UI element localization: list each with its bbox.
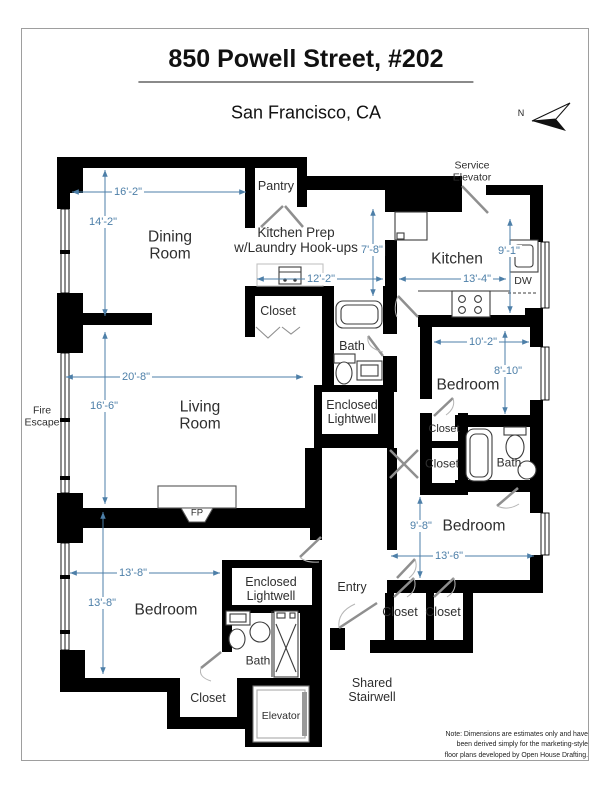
room-label-lightwell-lower: Enclosed Lightwell: [245, 575, 297, 603]
dim-bedroom-left-height: 13'-8": [85, 597, 119, 609]
room-label-bath-mid: Bath: [496, 455, 522, 470]
room-label-living: Living Room: [179, 398, 221, 433]
fireplace-icon: [157, 485, 237, 523]
dim-bedroom-right-width: 13'-6": [432, 550, 466, 562]
room-label-pantry: Pantry: [257, 179, 295, 193]
dim-bedroom-mid-width: 10'-2": [466, 336, 500, 348]
north-arrow-icon: [531, 102, 571, 131]
room-label-entry: Entry: [337, 580, 367, 594]
sink-mid-icon: [517, 460, 537, 480]
bath-lower-fixtures: [225, 610, 299, 678]
bathtub-mid-icon: [465, 428, 493, 482]
room-label-bedroom-right: Bedroom: [442, 517, 506, 535]
dim-bedroom-mid-height: 8'-10": [491, 365, 525, 377]
label-fireplace: FP: [190, 507, 204, 519]
windows: [60, 208, 550, 651]
kitchen-sink-icon: [509, 239, 539, 273]
room-label-closet-prep: Closet: [260, 304, 296, 318]
dim-prep-width: 12'-2": [304, 273, 338, 285]
room-label-closet-entry-left: Closet: [382, 605, 418, 619]
page-subtitle: San Francisco, CA: [230, 102, 382, 123]
fridge-icon: [394, 211, 428, 241]
dim-dining-height: 14'-2": [86, 216, 120, 228]
room-label-closet-mid-lower: Closet: [424, 456, 460, 471]
toilet-upper-icon: [333, 353, 356, 385]
room-label-kitchen: Kitchen: [431, 250, 483, 268]
doors: [200, 185, 519, 669]
sink-upper-icon: [356, 360, 383, 381]
elevator-cab-icon: [252, 685, 310, 743]
dim-living-width: 20'-8": [119, 371, 153, 383]
page-border: [21, 28, 589, 761]
door-swing-arcs: [200, 226, 520, 682]
room-label-dining: Dining Room: [148, 228, 192, 263]
dim-living-height: 16'-6": [87, 400, 121, 412]
dim-bedroom-left-width: 13'-8": [116, 567, 150, 579]
stove-icon: [418, 290, 510, 318]
north-label: N: [517, 108, 525, 118]
window-mullions: [60, 250, 70, 634]
disclaimer-note: Note: Dimensions are estimates only and …: [444, 731, 588, 759]
dim-kitchen-height: 9'-1": [496, 245, 522, 257]
room-label-closet-entry-right: Closet: [425, 605, 461, 619]
fixtures: [157, 211, 539, 743]
dim-dining-width: 16'-2": [111, 186, 145, 198]
dim-kitchen-width: 13'-4": [460, 273, 494, 285]
shower-icon: [273, 610, 299, 678]
sink-lower-icon: [249, 621, 271, 643]
label-fire-escape: Fire Escape: [24, 404, 60, 428]
room-label-kitchen-prep: Kitchen Prep w/Laundry Hook-ups: [234, 224, 358, 255]
room-label-bedroom-left: Bedroom: [134, 601, 198, 619]
room-label-closet-lower: Closet: [190, 691, 226, 705]
page-title: 850 Powell Street, #202: [138, 45, 474, 83]
toilet-lower-icon: [228, 628, 246, 650]
dim-bedroom-right-height: 9'-8": [408, 520, 434, 532]
dim-prep-height: 7'-8": [359, 244, 385, 256]
room-label-bath-lower: Bath: [245, 653, 271, 668]
label-dishwasher: DW: [514, 275, 532, 288]
room-label-lightwell-upper: Enclosed Lightwell: [326, 398, 378, 426]
room-label-bedroom-mid: Bedroom: [436, 376, 500, 394]
toilet-mid-icon: [503, 426, 527, 460]
room-label-stairwell: Shared Stairwell: [348, 676, 396, 704]
room-label-service-elevator: Service Elevator: [452, 159, 492, 183]
bathtub-upper-icon: [335, 300, 383, 329]
room-label-closet-mid-upper: Closet: [428, 422, 460, 435]
bifold-doors-icon: [255, 326, 301, 339]
room-label-bath-upper: Bath: [339, 339, 365, 353]
room-label-elevator: Elevator: [261, 710, 301, 723]
